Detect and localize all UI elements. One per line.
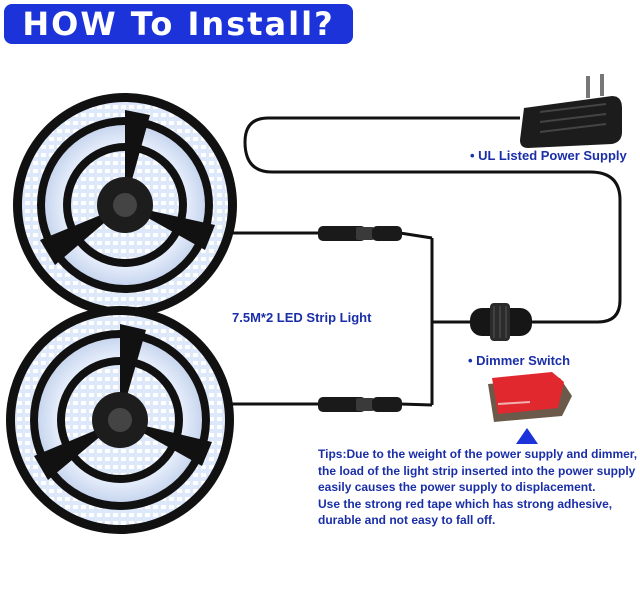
tips-text: Tips:Due to the weight of the power supp… [318,446,638,529]
lower-connector [318,397,402,412]
tips-line: Use the strong red tape which has strong… [318,496,613,511]
cables [228,116,622,407]
power-supply-label: • UL Listed Power Supply [470,148,627,163]
arrow-up-icon [516,428,538,444]
tips-line: the load of the light strip inserted int… [318,463,636,478]
led-reel-lower-icon [6,306,234,534]
page-title: HOW To Install? [4,4,353,44]
tips-line: Tips:Due to the weight of the power supp… [318,447,638,461]
upper-connector [318,226,402,241]
dimmer-switch-label: • Dimmer Switch [468,353,571,368]
tips-line: easily causes the power supply to displa… [318,480,596,494]
dimmer-switch-icon [470,303,532,341]
tips-line: durable and not easy to fall off. [318,513,496,527]
power-adapter-icon [520,74,622,148]
strip-light-label: 7.5M*2 LED Strip Light [232,310,372,325]
red-tape-icon [488,372,572,422]
led-reel-upper-icon [13,93,237,317]
